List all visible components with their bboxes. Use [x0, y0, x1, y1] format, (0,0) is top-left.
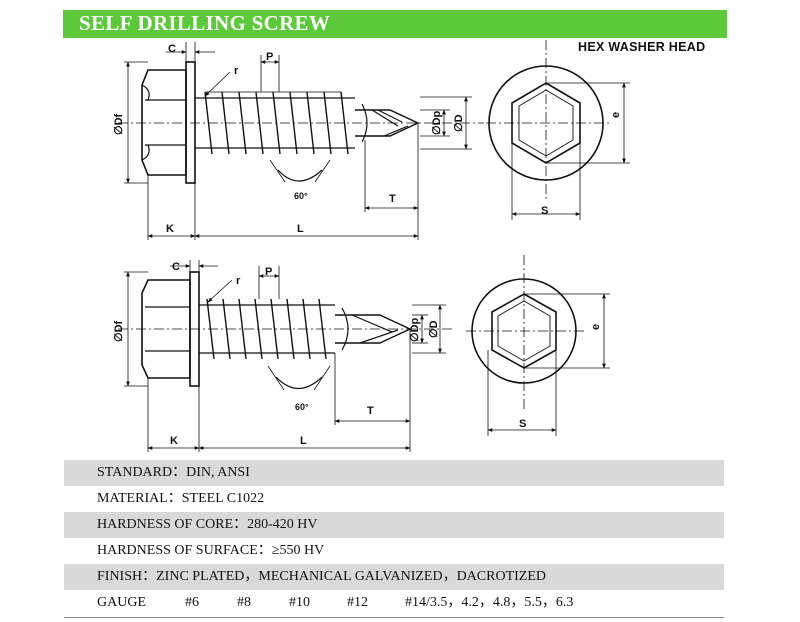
spec-standard: STANDARD：DIN, ANSI: [64, 460, 724, 486]
dim-angle-top: 60°: [294, 191, 308, 201]
spec-gauge: GAUGE #6 #8 #10 #12 #14/3.5，4.2，4.8，5.5，6.3: [64, 590, 724, 616]
hex-head-end-view-bottom: [466, 255, 610, 436]
dim-l-bottom: L: [300, 435, 307, 447]
dim-dp-top: ∅Dp: [431, 110, 443, 135]
gauge-value: #14/3.5，4.2，4.8，5.5，6.3: [405, 595, 574, 610]
spec-table: STANDARD：DIN, ANSI MATERIAL：STEEL C1022 …: [64, 460, 724, 616]
dim-t-top: T: [389, 193, 396, 205]
dim-df-top: ∅Df: [113, 113, 125, 135]
dim-c-top: C: [168, 43, 176, 55]
dim-s-bottom: S: [519, 418, 526, 430]
gauge-value: #6: [185, 595, 199, 610]
dim-r-bottom: r: [236, 275, 241, 287]
spec-hardness-core: HARDNESS OF CORE：280-420 HV: [64, 512, 724, 538]
dim-e-bottom: e: [590, 324, 602, 330]
dim-r-top: r: [234, 65, 239, 77]
gauge-value: #12: [347, 595, 368, 610]
dim-p-bottom: P: [265, 266, 272, 278]
dim-d-top: ∅D: [453, 114, 465, 132]
dim-l-top: L: [297, 223, 304, 235]
dim-k-bottom: K: [170, 435, 178, 447]
gauge-label: GAUGE: [97, 595, 146, 610]
dim-t-bottom: T: [367, 405, 374, 417]
title-banner: SELF DRILLING SCREW: [63, 10, 727, 38]
screw-side-view-bottom: [118, 260, 452, 452]
spec-hardness-surface: HARDNESS OF SURFACE：≥550 HV: [97, 543, 325, 558]
dim-angle-bottom: 60°: [295, 402, 309, 412]
gauge-value: #10: [289, 595, 310, 610]
dim-c-bottom: C: [172, 261, 180, 273]
spec-finish: FINISH：ZINC PLATED，MECHANICAL GALVANIZED…: [64, 564, 724, 590]
dimension-labels-bottom: C r P ∅Df ∅Dp ∅D 60° T K L e S: [113, 261, 602, 447]
dim-dp-bottom: ∅Dp: [409, 317, 421, 342]
dim-k-top: K: [166, 223, 174, 235]
dimension-labels-top: C r P ∅Df ∅Dp ∅D 60° T K L e S: [113, 43, 622, 235]
dim-s-top: S: [541, 205, 548, 217]
dim-d-bottom: ∅D: [428, 320, 440, 338]
bottom-divider: [64, 617, 724, 618]
page-title: SELF DRILLING SCREW: [79, 11, 331, 35]
screw-side-view-top: [118, 42, 484, 240]
hex-head-end-view-top: [486, 40, 630, 220]
dim-p-top: P: [266, 51, 273, 63]
screw-technical-drawing: C r P ∅Df ∅Dp ∅D 60° T K L e S C r P ∅Df…: [113, 40, 630, 452]
head-type-label: HEX WASHER HEAD: [578, 40, 706, 54]
spec-material: MATERIAL：STEEL C1022: [97, 491, 265, 506]
dim-df-bottom: ∅Df: [113, 320, 125, 342]
gauge-value: #8: [237, 595, 251, 610]
dim-e-top: e: [610, 112, 622, 118]
